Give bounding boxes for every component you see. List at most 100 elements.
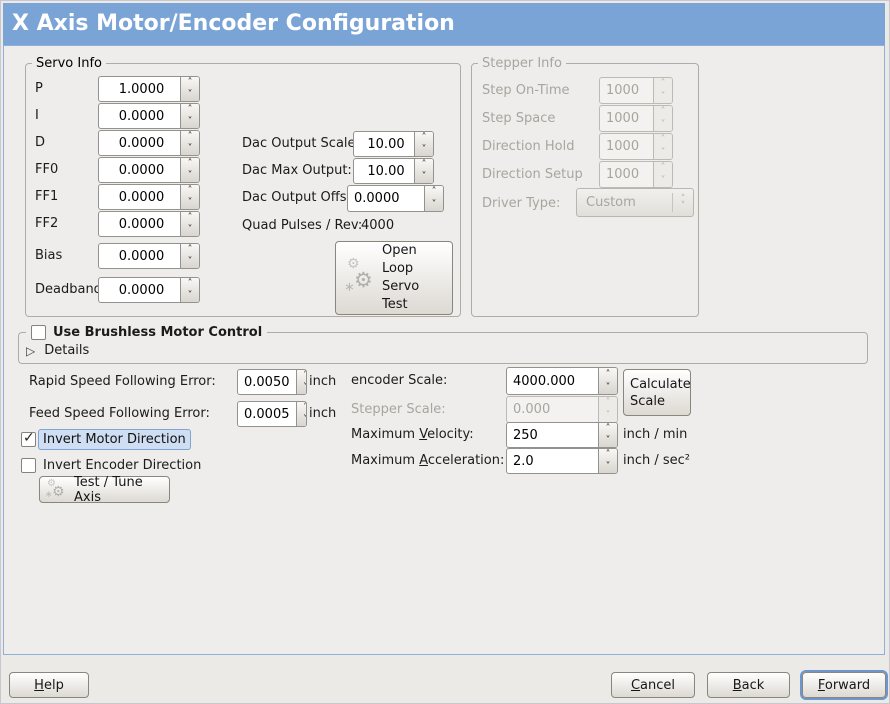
i-value[interactable]: 0.0000 [118, 108, 165, 124]
spin-up-icon[interactable]: ˄ [187, 77, 193, 88]
ff0-spinbox[interactable]: 0.0000 ˄˅ [98, 157, 200, 183]
spin-down-icon[interactable]: ˅ [187, 224, 193, 235]
expander-triangle-icon[interactable]: ▷ [26, 343, 36, 358]
spin-down-icon[interactable]: ˅ [187, 170, 193, 181]
spin-up-icon[interactable]: ˄ [605, 449, 611, 460]
ff1-spinner[interactable]: ˄˅ [180, 185, 199, 209]
max-accel-spinner[interactable]: ˄˅ [598, 449, 617, 473]
invert-motor-checkbox[interactable]: ✓ [21, 430, 36, 447]
max-accel-value[interactable]: 2.0 [513, 453, 534, 469]
p-spinbox[interactable]: 1.0000 ˄˅ [98, 76, 200, 102]
forward-button[interactable]: Forward [802, 672, 886, 698]
rapid-following-error-spinbox[interactable]: 0.0050 ˄˅ [237, 369, 307, 395]
ff2-value[interactable]: 0.0000 [118, 216, 165, 232]
ff1-value[interactable]: 0.0000 [118, 189, 165, 205]
gears-icon: ⚙ ⚙ ∗ [344, 256, 373, 295]
ff1-spinbox[interactable]: 0.0000 ˄˅ [98, 184, 200, 210]
calculate-scale-button[interactable]: Calculate Scale [623, 369, 691, 416]
i-spinner[interactable]: ˄˅ [180, 104, 199, 128]
p-value[interactable]: 1.0000 [118, 81, 165, 97]
spin-down-icon[interactable]: ˅ [605, 381, 611, 393]
spin-down-icon[interactable]: ˅ [297, 382, 306, 394]
test-tune-axis-button[interactable]: ⚙ ⚙ ∗ Test / Tune Axis [39, 475, 170, 505]
spin-down-icon[interactable]: ˅ [605, 461, 611, 472]
ff0-value[interactable]: 0.0000 [118, 162, 165, 178]
feed-following-error-spinbox[interactable]: 0.0005 ˄˅ [237, 401, 307, 427]
spin-up-icon[interactable]: ˄ [421, 159, 427, 170]
invert-encoder-label[interactable]: Invert Encoder Direction [43, 458, 202, 473]
spin-up-icon[interactable]: ˄ [605, 368, 611, 380]
use-brushless-checkbox[interactable] [31, 325, 46, 340]
cancel-button[interactable]: Cancel [611, 672, 695, 698]
rapid-following-error-value[interactable]: 0.0050 [244, 374, 290, 390]
spin-down-icon[interactable]: ˅ [187, 197, 193, 208]
dac-max-output-spinbox[interactable]: 10.00 ˄˅ [353, 158, 434, 184]
spin-up-icon[interactable]: ˄ [605, 423, 611, 434]
feed-following-error-spinner[interactable]: ˄˅ [295, 402, 306, 426]
encoder-scale-spinner[interactable]: ˄˅ [598, 368, 617, 394]
spin-down-icon[interactable]: ˅ [421, 171, 427, 182]
i-spinbox[interactable]: 0.0000 ˄˅ [98, 103, 200, 129]
details-expander[interactable]: ▷ Details [26, 343, 89, 358]
help-button[interactable]: Help [9, 672, 89, 698]
bias-value[interactable]: 0.0000 [118, 248, 165, 264]
p-spinner[interactable]: ˄˅ [180, 77, 199, 101]
dac-output-offset-spinner[interactable]: ˄˅ [424, 186, 443, 211]
spin-down-icon[interactable]: ˅ [187, 256, 193, 267]
spin-down-icon[interactable]: ˅ [187, 143, 193, 154]
d-value[interactable]: 0.0000 [118, 135, 165, 151]
spin-down-icon[interactable]: ˅ [187, 290, 193, 301]
d-spinner[interactable]: ˄˅ [180, 131, 199, 155]
open-loop-servo-test-button[interactable]: ⚙ ⚙ ∗ Open Loop Servo Test [335, 241, 453, 315]
spin-up-icon[interactable]: ˄ [187, 131, 193, 142]
max-velocity-spinbox[interactable]: 250 ˄˅ [506, 422, 618, 448]
feed-following-error-label: Feed Speed Following Error: [29, 406, 210, 421]
dac-output-scale-value[interactable]: 10.00 [367, 136, 405, 152]
back-button[interactable]: Back [707, 672, 790, 698]
spin-up-icon[interactable]: ˄ [187, 104, 193, 115]
ff2-spinbox[interactable]: 0.0000 ˄˅ [98, 211, 200, 237]
ff0-spinner[interactable]: ˄˅ [180, 158, 199, 182]
encoder-scale-label: encoder Scale: [351, 373, 448, 388]
bias-spinbox[interactable]: 0.0000 ˄˅ [98, 243, 200, 269]
spin-down-icon[interactable]: ˅ [431, 198, 437, 210]
deadband-value[interactable]: 0.0000 [118, 282, 165, 298]
spin-up-icon[interactable]: ˄ [187, 185, 193, 196]
feed-following-error-value[interactable]: 0.0005 [244, 406, 290, 422]
direction-hold-spinner: ˄˅ [653, 134, 672, 159]
spin-up-icon[interactable]: ˄ [297, 402, 306, 414]
dac-output-offset-spinbox[interactable]: 0.0000 ˄˅ [347, 185, 444, 212]
spin-up-icon[interactable]: ˄ [187, 212, 193, 223]
spin-down-icon[interactable]: ˅ [421, 144, 427, 155]
max-accel-spinbox[interactable]: 2.0 ˄˅ [506, 448, 618, 474]
rapid-following-error-spinner[interactable]: ˄˅ [295, 370, 306, 394]
invert-encoder-checkbox[interactable] [21, 458, 36, 473]
spin-down-icon[interactable]: ˅ [297, 414, 306, 426]
bias-spinner[interactable]: ˄˅ [180, 244, 199, 268]
spin-up-icon[interactable]: ˄ [187, 278, 193, 289]
spin-down-icon: ˅ [660, 90, 666, 102]
spin-up-icon[interactable]: ˄ [187, 244, 193, 255]
encoder-scale-spinbox[interactable]: 4000.000 ˄˅ [506, 367, 618, 395]
spin-down-icon[interactable]: ˅ [605, 435, 611, 446]
spin-up-icon[interactable]: ˄ [431, 186, 437, 198]
spin-up-icon[interactable]: ˄ [421, 132, 427, 143]
max-velocity-value[interactable]: 250 [513, 427, 538, 443]
d-spinbox[interactable]: 0.0000 ˄˅ [98, 130, 200, 156]
ff2-spinner[interactable]: ˄˅ [180, 212, 199, 236]
deadband-spinbox[interactable]: 0.0000 ˄˅ [98, 277, 200, 303]
max-velocity-spinner[interactable]: ˄˅ [598, 423, 617, 447]
spin-down-icon: ˅ [660, 174, 666, 186]
dac-max-output-spinner[interactable]: ˄˅ [414, 159, 433, 183]
spin-up-icon[interactable]: ˄ [297, 370, 306, 382]
encoder-scale-value[interactable]: 4000.000 [513, 373, 576, 389]
dac-output-scale-spinner[interactable]: ˄˅ [414, 132, 433, 156]
spin-down-icon[interactable]: ˅ [187, 89, 193, 100]
invert-motor-label[interactable]: Invert Motor Direction [38, 429, 191, 450]
deadband-spinner[interactable]: ˄˅ [180, 278, 199, 302]
dac-output-scale-spinbox[interactable]: 10.00 ˄˅ [353, 131, 434, 157]
spin-down-icon[interactable]: ˅ [187, 116, 193, 127]
dac-output-offset-value[interactable]: 0.0000 [354, 191, 400, 206]
spin-up-icon[interactable]: ˄ [187, 158, 193, 169]
dac-max-output-value[interactable]: 10.00 [367, 163, 405, 179]
